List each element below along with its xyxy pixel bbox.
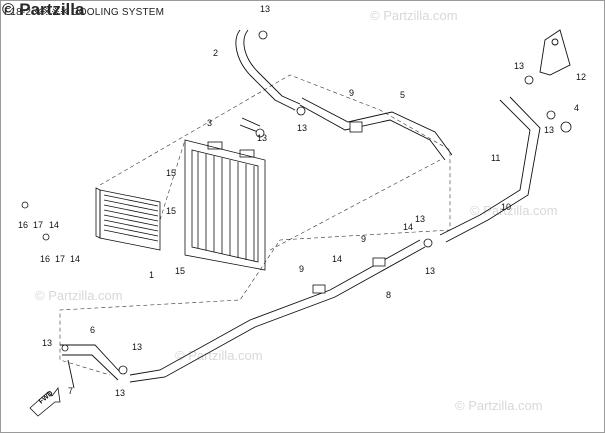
callout-12: 12	[576, 72, 586, 82]
watermark-bottom: © Partzilla.com	[175, 348, 263, 363]
callout-13i: 13	[132, 342, 142, 352]
callout-5: 5	[400, 90, 405, 100]
callout-labels: 1 2 3 4 5 6 7 8 9 9 9 10 11 12 13 13 13 …	[18, 4, 586, 398]
watermark-bottom-right: © Partzilla.com	[455, 398, 543, 413]
bracket-12	[539, 29, 571, 76]
callout-14c: 14	[403, 222, 413, 232]
pipe-8	[129, 239, 426, 383]
callout-13a: 13	[260, 4, 270, 14]
callout-13f: 13	[415, 214, 425, 224]
callout-15c: 15	[175, 266, 185, 276]
callout-14a: 14	[49, 220, 59, 230]
callout-4: 4	[574, 103, 579, 113]
callout-14d: 14	[332, 254, 342, 264]
callout-11: 11	[491, 153, 500, 163]
callout-13d: 13	[514, 61, 524, 71]
callout-16a: 16	[18, 220, 28, 230]
watermark-left: © Partzilla.com	[35, 288, 123, 303]
callout-15a: 15	[166, 168, 176, 178]
callout-9a: 9	[349, 88, 354, 98]
callout-13b: 13	[257, 133, 267, 143]
hose-11	[439, 96, 541, 243]
guide-lines	[59, 74, 451, 376]
watermark-top: © Partzilla.com	[370, 8, 458, 23]
callout-8: 8	[386, 290, 391, 300]
hose-6	[60, 344, 121, 389]
callout-15b: 15	[166, 206, 176, 216]
callout-7: 7	[68, 386, 73, 396]
watermark-right: © Partzilla.com	[470, 203, 558, 218]
callout-17a: 17	[33, 220, 43, 230]
callout-13j: 13	[115, 388, 125, 398]
callout-1: 1	[149, 270, 154, 280]
callout-13c: 13	[297, 123, 307, 133]
hose-5	[299, 97, 453, 161]
fwd-arrow: FWD	[29, 386, 61, 417]
callout-9b: 9	[361, 234, 366, 244]
fittings	[21, 30, 572, 375]
diagram-title: F18-2 ※※※※ COOLING SYSTEM	[4, 7, 165, 18]
corner-watermark: © Partzilla	[2, 0, 85, 19]
hose-2	[235, 29, 301, 111]
oil-cooler	[95, 187, 161, 251]
callout-3: 3	[207, 118, 212, 128]
callout-2: 2	[213, 48, 218, 58]
callout-9c: 9	[299, 264, 304, 274]
callout-13e: 13	[544, 125, 554, 135]
callout-10: 10	[501, 202, 511, 212]
callout-6: 6	[90, 325, 95, 335]
callout-16b: 16	[40, 254, 50, 264]
callout-14b: 14	[70, 254, 80, 264]
callout-13h: 13	[42, 338, 52, 348]
callout-13g: 13	[425, 266, 435, 276]
radiator	[184, 139, 266, 271]
callout-17b: 17	[55, 254, 65, 264]
hose-3	[239, 117, 261, 133]
